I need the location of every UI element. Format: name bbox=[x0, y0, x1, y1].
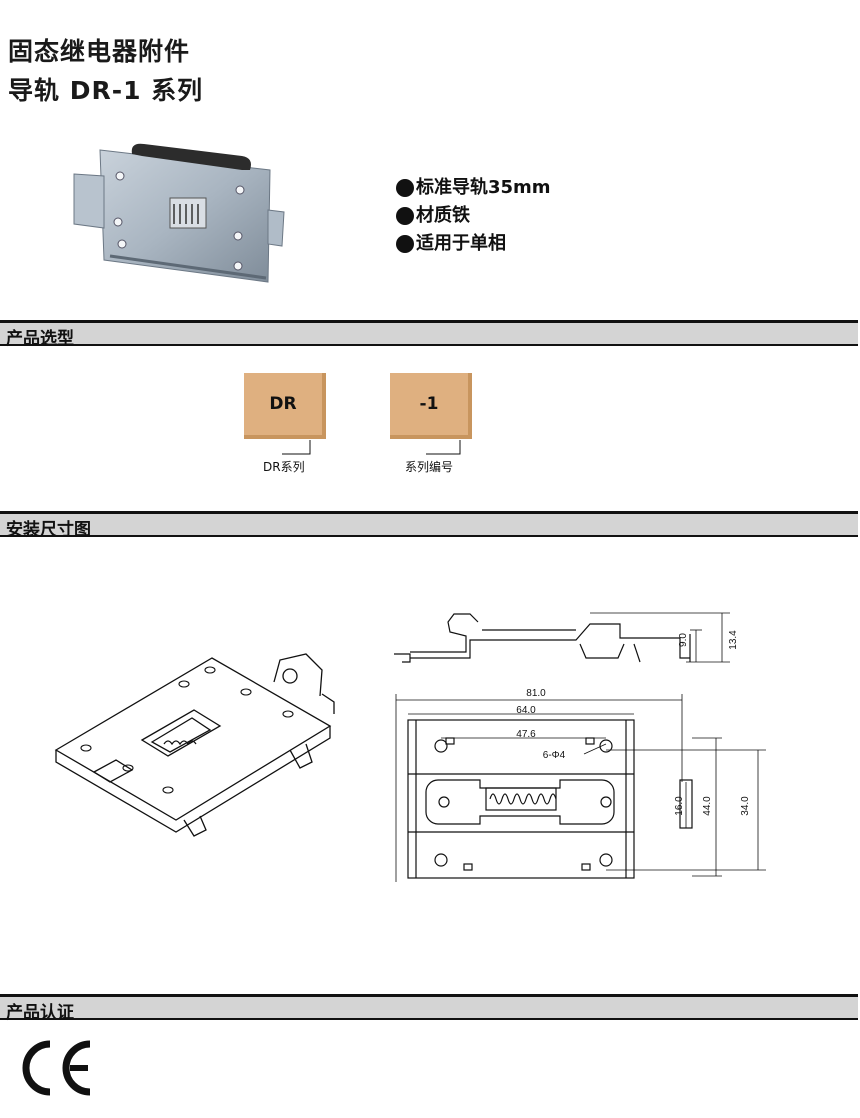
dim-height-small: 16.0 bbox=[674, 796, 685, 816]
dim-width-total: 81.0 bbox=[526, 688, 546, 699]
side-view-drawing: 13.4 9.0 bbox=[394, 612, 739, 663]
bullet-icon bbox=[396, 179, 414, 197]
dim-side-height: 13.4 bbox=[728, 630, 739, 650]
page-subtitle: 导轨 DR-1 系列 bbox=[8, 76, 204, 105]
code-label-series: DR系列 bbox=[263, 460, 305, 474]
leader-line bbox=[282, 440, 311, 455]
dim-width-inner: 64.0 bbox=[516, 705, 536, 716]
section-header-certification: 产品认证 bbox=[0, 994, 858, 1023]
dim-height-total: 44.0 bbox=[702, 796, 713, 816]
leader-line bbox=[426, 440, 461, 455]
bullet-icon bbox=[396, 207, 414, 225]
isometric-drawing bbox=[54, 653, 335, 837]
code-box-number: -1 bbox=[390, 373, 472, 439]
section-header-dimensions: 安装尺寸图 bbox=[0, 511, 858, 540]
code-label-number: 系列编号 bbox=[405, 460, 454, 474]
feature-list: 标准导轨35mm 材质铁 适用于单相 bbox=[396, 174, 551, 258]
list-item: 材质铁 bbox=[396, 202, 551, 230]
list-item: 标准导轨35mm bbox=[396, 174, 551, 202]
ce-mark-icon bbox=[22, 1040, 91, 1096]
bullet-icon bbox=[396, 235, 414, 253]
dim-side-small: 9.0 bbox=[678, 633, 689, 647]
dim-height-rail: 34.0 bbox=[740, 796, 751, 816]
code-box-series: DR bbox=[244, 373, 326, 439]
list-item: 适用于单相 bbox=[396, 230, 551, 258]
product-photo bbox=[73, 143, 285, 283]
page-title: 固态继电器附件 bbox=[8, 37, 191, 66]
section-header-selection: 产品选型 bbox=[0, 320, 858, 349]
dim-hole-spacing: 47.6 bbox=[516, 729, 536, 740]
top-view-drawing: 81.0 64.0 47.6 6-Φ4 16.0 44.0 34.0 bbox=[395, 688, 766, 882]
dim-holes: 6-Φ4 bbox=[543, 750, 566, 761]
